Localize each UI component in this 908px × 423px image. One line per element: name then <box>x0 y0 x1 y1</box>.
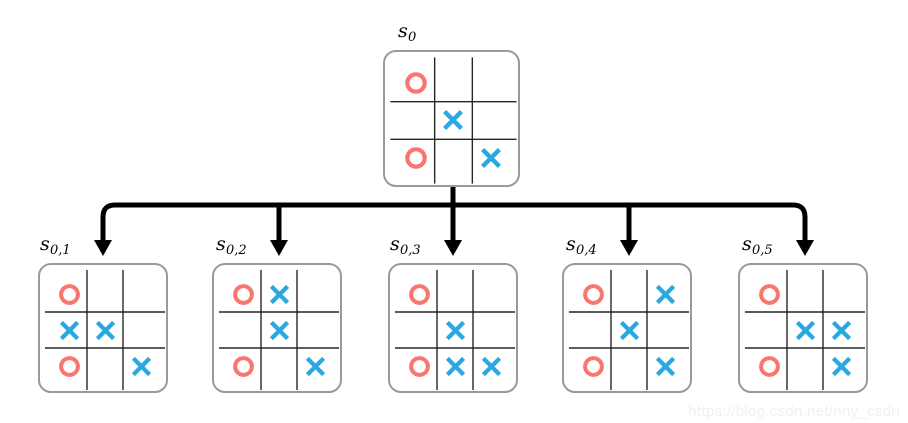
mark-x-icon <box>59 320 79 340</box>
label-subscript: 0,2 <box>225 243 247 259</box>
board-label-s02: s0,2 <box>216 233 247 259</box>
mark-x-icon <box>481 148 502 169</box>
mark-x-icon <box>481 356 501 376</box>
board-cell-r2c2[interactable] <box>437 312 473 348</box>
mark-x-icon <box>443 110 464 131</box>
label-symbol: s <box>390 233 400 255</box>
mark-o-icon <box>582 283 604 305</box>
board-cell-r1c1[interactable] <box>401 276 437 312</box>
mark-o-icon <box>232 355 254 377</box>
board-cell-r3c1[interactable] <box>401 348 437 384</box>
mark-o-icon <box>405 147 427 169</box>
mark-x-icon <box>305 356 325 376</box>
board-label-s05: s0,5 <box>742 233 773 259</box>
mark-o-icon <box>58 355 80 377</box>
board-cell-r3c1[interactable] <box>397 139 435 177</box>
board-cell-r2c2[interactable] <box>87 312 123 348</box>
mark-x-icon <box>445 320 465 340</box>
board-cell-r2c2[interactable] <box>787 312 823 348</box>
board-cell-r3c3[interactable] <box>297 348 333 384</box>
label-subscript: 0,3 <box>399 243 421 259</box>
board-card-s02[interactable] <box>212 263 342 393</box>
label-subscript: 0,4 <box>575 243 597 259</box>
board-card-s05[interactable] <box>738 263 868 393</box>
board-label-s03: s0,3 <box>390 233 421 259</box>
board-cell-r3c3[interactable] <box>647 348 683 384</box>
board-card-s01[interactable] <box>38 263 168 393</box>
watermark-text: https://blog.csdn.net/nny_csdn <box>688 403 900 420</box>
mark-x-icon <box>831 356 851 376</box>
board-grid-lines <box>744 269 866 391</box>
mark-x-icon <box>619 320 639 340</box>
board-grid-lines <box>44 269 166 391</box>
board-cell-r1c3[interactable] <box>647 276 683 312</box>
connector-bus <box>100 202 808 218</box>
label-symbol: s <box>40 233 50 255</box>
mark-x-icon <box>269 284 289 304</box>
mark-x-icon <box>795 320 815 340</box>
label-symbol: s <box>216 233 226 255</box>
board-cell-r1c2[interactable] <box>261 276 297 312</box>
board-cell-r3c2[interactable] <box>437 348 473 384</box>
mark-o-icon <box>582 355 604 377</box>
board-cell-r2c2[interactable] <box>261 312 297 348</box>
arrowhead-s02 <box>270 240 288 256</box>
label-symbol: s <box>566 233 576 255</box>
label-subscript: 0,1 <box>49 243 71 259</box>
board-card-s04[interactable] <box>562 263 692 393</box>
label-subscript: 0,5 <box>751 243 773 259</box>
mark-x-icon <box>445 356 465 376</box>
mark-x-icon <box>655 284 675 304</box>
board-grid-lines <box>390 57 517 184</box>
mark-o-icon <box>232 283 254 305</box>
mark-o-icon <box>58 283 80 305</box>
board-cell-r1c1[interactable] <box>397 64 435 102</box>
board-cell-r1c1[interactable] <box>575 276 611 312</box>
board-label-s0: s0 <box>398 20 417 46</box>
mark-o-icon <box>405 72 427 94</box>
board-grid-lines <box>568 269 690 391</box>
board-cell-r2c1[interactable] <box>51 312 87 348</box>
board-cell-r3c1[interactable] <box>575 348 611 384</box>
mark-o-icon <box>758 283 780 305</box>
mark-o-icon <box>408 355 430 377</box>
board-card-s03[interactable] <box>388 263 518 393</box>
board-grid-lines <box>218 269 340 391</box>
board-cell-r3c3[interactable] <box>473 348 509 384</box>
mark-x-icon <box>831 320 851 340</box>
board-cell-r2c2[interactable] <box>611 312 647 348</box>
board-cell-r1c1[interactable] <box>225 276 261 312</box>
arrowhead-s03 <box>444 240 462 256</box>
board-cell-r3c3[interactable] <box>123 348 159 384</box>
board-cell-r3c1[interactable] <box>51 348 87 384</box>
mark-x-icon <box>655 356 675 376</box>
board-cell-r2c2[interactable] <box>435 102 473 140</box>
board-grid-lines <box>394 269 516 391</box>
mark-x-icon <box>131 356 151 376</box>
board-cell-r1c1[interactable] <box>751 276 787 312</box>
arrowhead-s01 <box>94 240 112 256</box>
board-cell-r3c1[interactable] <box>751 348 787 384</box>
board-cell-r2c3[interactable] <box>823 312 859 348</box>
arrowhead-s04 <box>620 240 638 256</box>
arrowhead-s05 <box>796 240 814 256</box>
mark-x-icon <box>269 320 289 340</box>
label-subscript: 0 <box>407 30 417 46</box>
mark-o-icon <box>408 283 430 305</box>
label-symbol: s <box>398 20 408 42</box>
mark-x-icon <box>95 320 115 340</box>
board-card-s0[interactable] <box>383 50 520 187</box>
board-label-s01: s0,1 <box>40 233 71 259</box>
board-cell-r3c1[interactable] <box>225 348 261 384</box>
label-symbol: s <box>742 233 752 255</box>
board-cell-r1c1[interactable] <box>51 276 87 312</box>
board-cell-r3c3[interactable] <box>823 348 859 384</box>
mark-o-icon <box>758 355 780 377</box>
board-label-s04: s0,4 <box>566 233 597 259</box>
board-cell-r3c3[interactable] <box>472 139 510 177</box>
